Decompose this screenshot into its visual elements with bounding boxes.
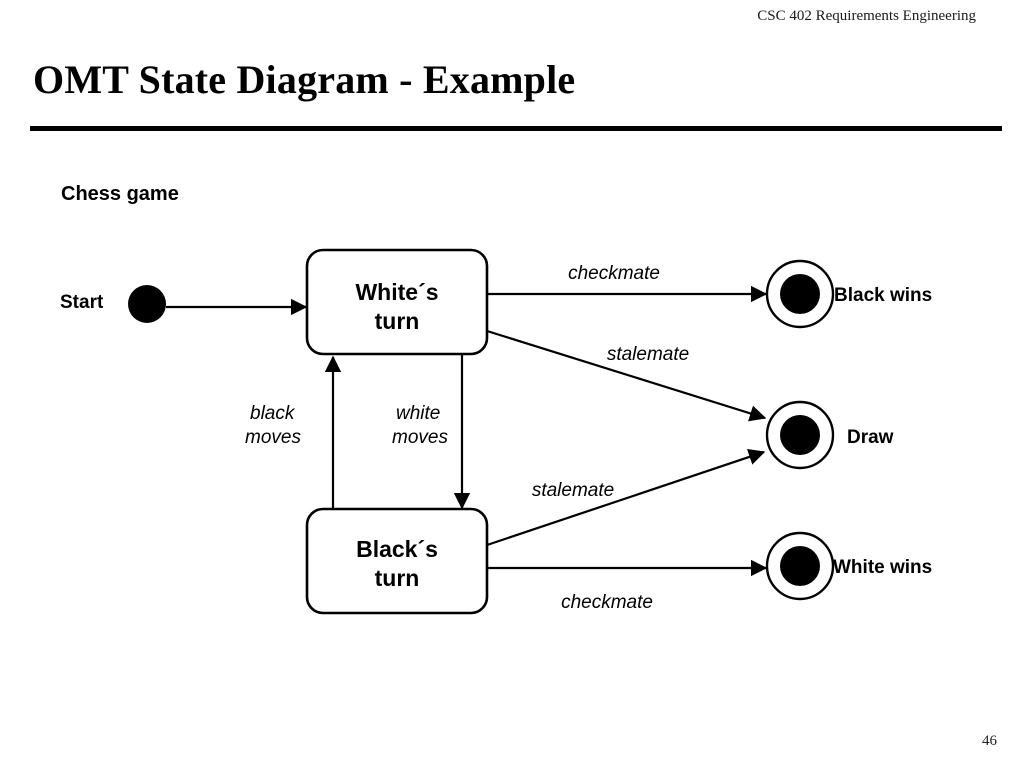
- edge-label-whites-checkmate: checkmate: [568, 263, 660, 284]
- edge-label-whites-stalemate: stalemate: [607, 344, 689, 365]
- edge-line-whites-stalemate: [486, 329, 767, 422]
- node-start[interactable]: [128, 285, 166, 323]
- node-draw[interactable]: [765, 400, 835, 470]
- title-divider: [30, 126, 1002, 131]
- state-label-blacks-turn-line2: turn: [375, 565, 420, 591]
- edge-label-blacks-checkmate: checkmate: [561, 592, 653, 613]
- edge-label-white-moves-line2: moves: [392, 427, 448, 448]
- page-title: OMT State Diagram - Example: [33, 57, 576, 102]
- state-box-whites-turn: [305, 248, 489, 356]
- course-header: CSC 402 Requirements Engineering: [757, 8, 976, 24]
- diagram-caption: Chess game: [61, 183, 179, 205]
- state-label-blacks-turn-line1: Black´s: [356, 536, 438, 562]
- node-black-wins[interactable]: [765, 259, 835, 329]
- final-state-label-draw: Draw: [847, 427, 894, 448]
- final-state-inner-black-wins: [780, 274, 820, 314]
- transition-blacks-stalemate[interactable]: stalemate: [486, 449, 766, 547]
- transition-black-moves[interactable]: black moves: [245, 355, 342, 513]
- state-label-whites-turn-line1: White´s: [355, 279, 438, 305]
- edge-label-blacks-stalemate: stalemate: [532, 480, 614, 501]
- final-state-inner-white-wins: [780, 546, 820, 586]
- edge-label-black-moves-line1: black: [250, 403, 296, 424]
- start-state-icon: [128, 285, 166, 323]
- edge-line-blacks-stalemate: [486, 449, 766, 547]
- final-state-label-white-wins: White wins: [833, 557, 932, 578]
- final-state-inner-draw: [780, 415, 820, 455]
- start-label: Start: [60, 292, 104, 313]
- edge-label-black-moves-line2: moves: [245, 427, 301, 448]
- edge-label-white-moves-line1: white: [396, 403, 440, 424]
- state-box-blacks-turn: [305, 507, 489, 615]
- transition-whites-stalemate[interactable]: stalemate: [486, 329, 767, 422]
- node-whites-turn[interactable]: White´s turn: [305, 248, 489, 356]
- transition-blacks-checkmate[interactable]: checkmate: [487, 559, 768, 613]
- page-number: 46: [982, 733, 997, 749]
- state-label-whites-turn-line2: turn: [375, 308, 420, 334]
- transition-whites-checkmate[interactable]: checkmate: [487, 263, 768, 303]
- node-white-wins[interactable]: [765, 531, 835, 601]
- transition-white-moves[interactable]: white moves: [392, 355, 471, 510]
- final-state-label-black-wins: Black wins: [834, 285, 932, 306]
- node-blacks-turn[interactable]: Black´s turn: [305, 507, 489, 615]
